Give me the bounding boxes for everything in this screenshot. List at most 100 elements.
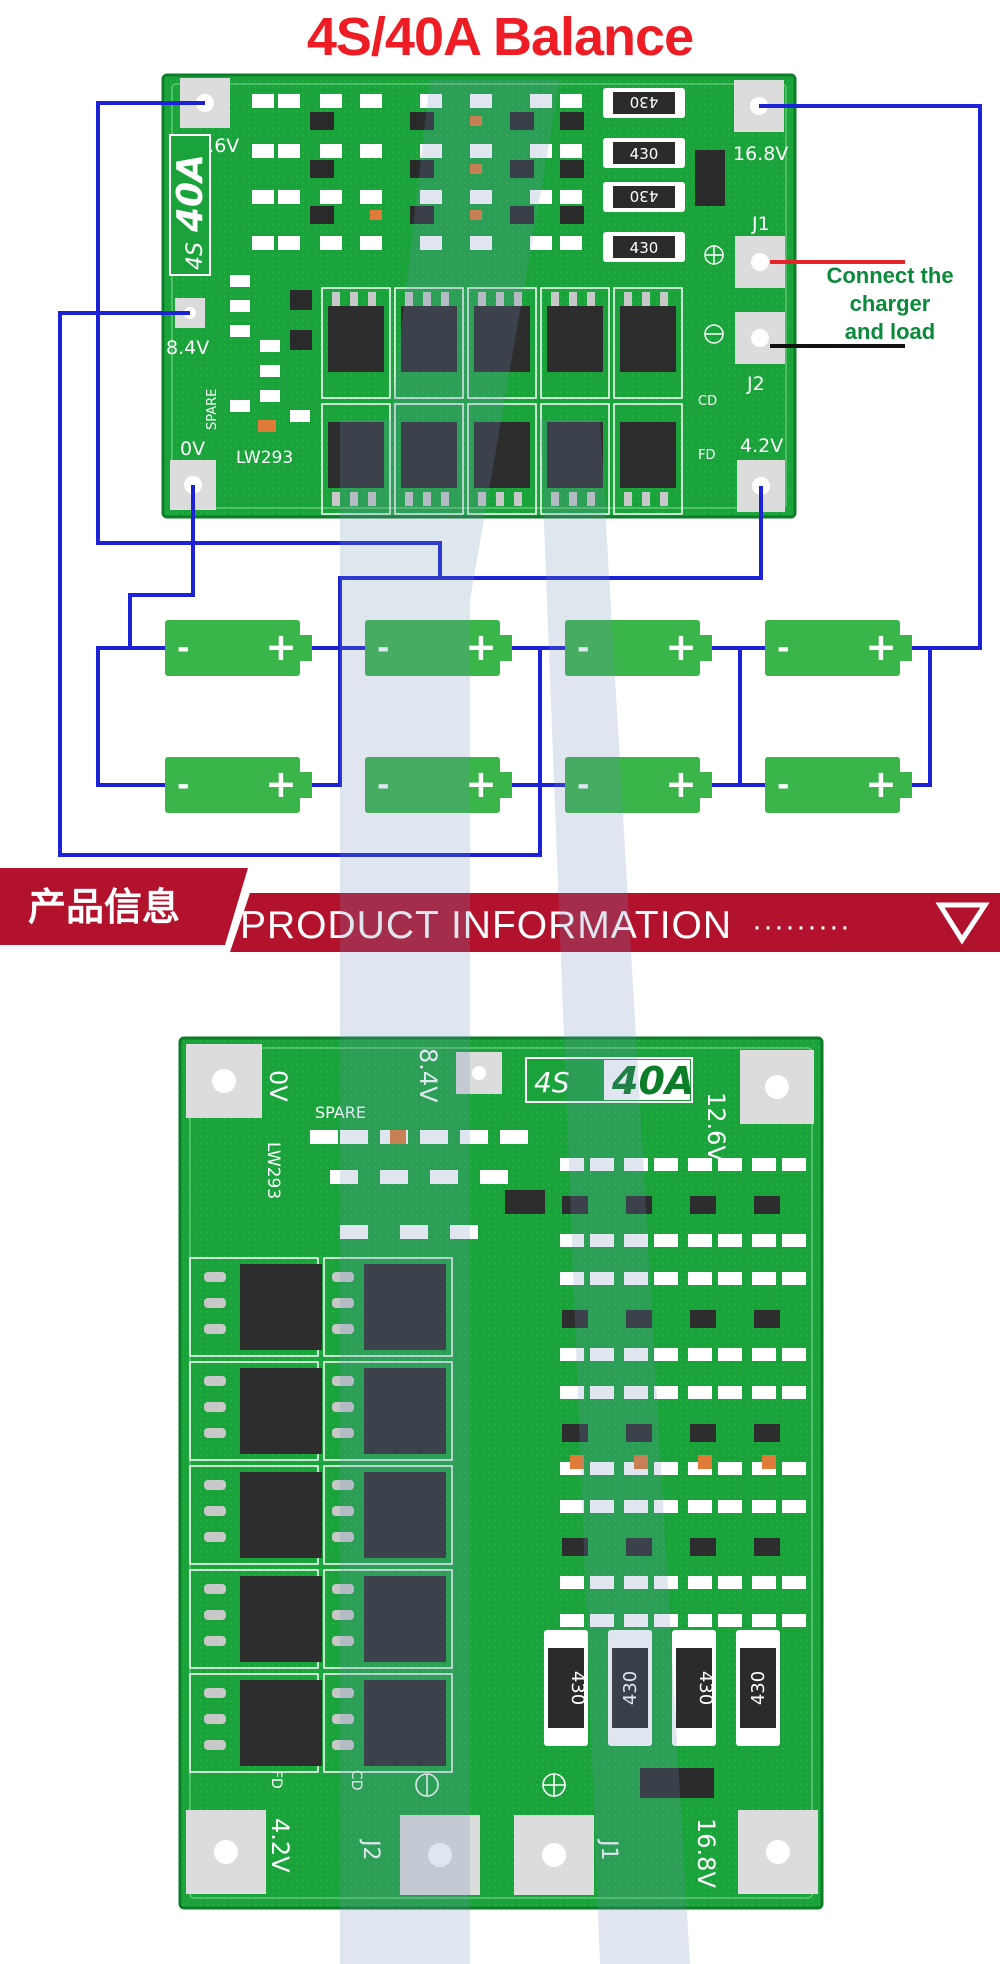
label-4-2v: 4.2V (266, 1818, 294, 1873)
mosfet (321, 403, 391, 515)
label-16-8v: 16.8V (692, 1818, 720, 1888)
banner-cn-label: 产品信息 (28, 885, 180, 929)
smd-resistor (430, 1170, 458, 1184)
resistor-label: 430 (630, 239, 659, 257)
pad-12-6v (740, 1050, 814, 1124)
smd-capacitor (762, 1455, 776, 1469)
note-line-1: Connect the (826, 263, 953, 288)
mosfet (189, 1361, 322, 1461)
ic-chip (690, 1424, 716, 1442)
label-4-2v: 4.2V (740, 435, 783, 457)
mosfet-array-bottom (189, 1257, 453, 1773)
mosfet (323, 1569, 453, 1669)
smd-resistor (400, 1225, 428, 1239)
smd-resistor (380, 1170, 408, 1184)
smd-resistor (590, 1386, 614, 1399)
battery-cell: -+ (365, 757, 512, 813)
ic-chip (690, 1538, 716, 1556)
ic-chip (626, 1538, 652, 1556)
smd-resistor (752, 1272, 776, 1285)
watermark-logo (340, 80, 690, 1964)
label-j1: J1 (751, 213, 770, 235)
mosfet (189, 1673, 322, 1773)
smd-resistor (590, 1348, 614, 1361)
smd-resistor (752, 1386, 776, 1399)
smd-resistor (624, 1158, 648, 1171)
smd-resistor (654, 1234, 678, 1247)
smd-resistor (688, 1614, 712, 1627)
smd-resistor (560, 1158, 584, 1171)
page-title: 4S/40A Balance (306, 7, 694, 67)
battery-pack: -+-+-+-+-+-+-+-+ (165, 620, 912, 813)
model-big-label: 40A (611, 1059, 694, 1103)
diode (640, 1768, 714, 1798)
smd-resistor (590, 1462, 614, 1475)
smd-resistor (560, 1614, 584, 1627)
smd-resistor (330, 1170, 358, 1184)
shunt-resistor: 430 (672, 1630, 716, 1746)
mosfet (189, 1569, 322, 1669)
mosfet (467, 403, 537, 515)
pad-4-2v (186, 1810, 266, 1894)
smd-resistor (782, 1462, 806, 1475)
label-cd: CD (698, 394, 717, 409)
label-j2: J2 (358, 1838, 383, 1861)
ic-chip (754, 1424, 780, 1442)
battery-minus-label: - (177, 631, 189, 666)
pad-j1 (514, 1815, 594, 1895)
smd-resistor (782, 1234, 806, 1247)
pad-16-8v (738, 1810, 818, 1894)
mosfet (394, 287, 464, 399)
label-fd: FD (268, 1770, 284, 1789)
ic-chip (626, 1424, 652, 1442)
smd-resistor (718, 1614, 742, 1627)
battery-cell: -+ (765, 620, 912, 676)
mosfet (189, 1257, 322, 1357)
smd-resistor (654, 1576, 678, 1589)
label-0v: 0V (180, 438, 205, 460)
battery-plus-label: + (865, 762, 897, 806)
smd-resistor (752, 1614, 776, 1627)
smd-resistor (420, 1130, 448, 1144)
smd-resistor (590, 1576, 614, 1589)
smd-resistor (752, 1500, 776, 1513)
pad-j2 (735, 312, 785, 364)
battery-minus-label: - (177, 768, 189, 803)
resistor-label: 430 (695, 1671, 716, 1705)
smd-resistor (654, 1272, 678, 1285)
mosfet (467, 287, 537, 399)
smd-resistor (560, 1576, 584, 1589)
ic-chip (562, 1196, 588, 1214)
smd-resistor (310, 1130, 338, 1144)
smd-resistor (688, 1386, 712, 1399)
model-big-label: 40A (170, 154, 211, 233)
label-16-8v: 16.8V (733, 143, 788, 165)
smd-resistor (752, 1234, 776, 1247)
label-spare: SPARE (205, 389, 220, 430)
model-logo: 40A 4S (169, 134, 211, 276)
smd-resistor (718, 1386, 742, 1399)
smd-resistor (782, 1576, 806, 1589)
smd-resistor (782, 1500, 806, 1513)
resistor-label: 430 (567, 1671, 588, 1705)
label-lw293: LW293 (236, 448, 293, 468)
smd-resistor (688, 1234, 712, 1247)
battery-cell: -+ (565, 620, 712, 676)
smd-capacitor (698, 1455, 712, 1469)
smd-resistor (782, 1386, 806, 1399)
label-j2: J2 (746, 373, 765, 395)
battery-plus-label: + (865, 625, 897, 669)
smd-resistor (718, 1158, 742, 1171)
smd-resistor (718, 1272, 742, 1285)
smd-resistor (654, 1386, 678, 1399)
banner-en-label: PRODUCT INFORMATION (240, 904, 732, 947)
smd-resistor (654, 1500, 678, 1513)
ic-chip (626, 1196, 652, 1214)
smd-resistor (688, 1158, 712, 1171)
battery-cell: -+ (165, 757, 312, 813)
product-info-banner: 产品信息 PRODUCT INFORMATION ········· (0, 868, 1000, 952)
note-line-3: and load (845, 319, 935, 344)
ic-chip (626, 1310, 652, 1328)
smd-resistor (782, 1614, 806, 1627)
smd-resistor (500, 1130, 528, 1144)
